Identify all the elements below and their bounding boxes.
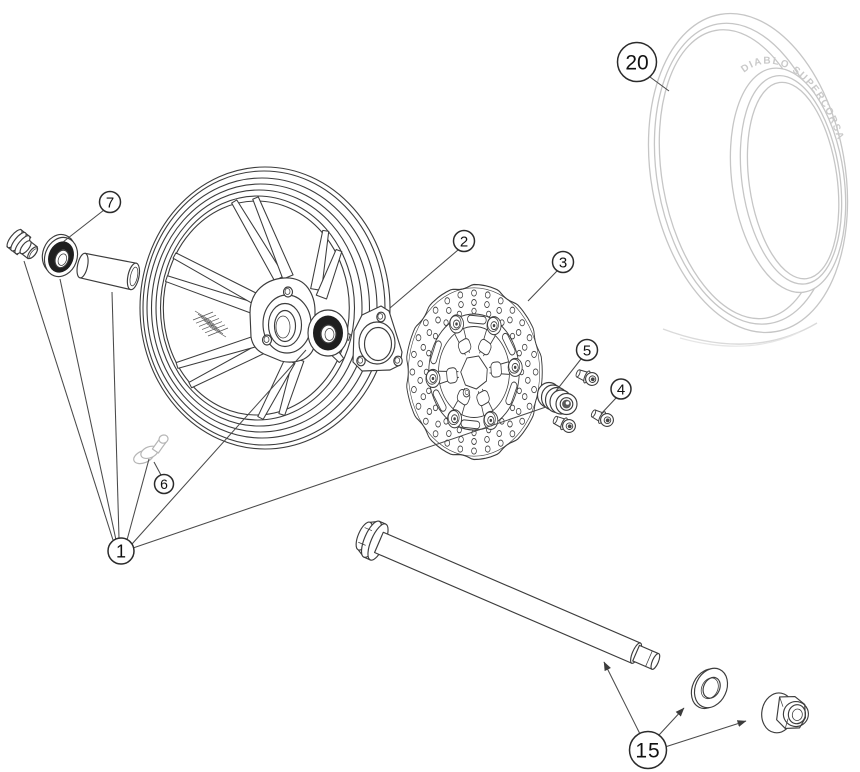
front-axle-illustration [355,520,661,670]
svg-text:6: 6 [160,476,168,492]
disc-bolt-illustration [552,415,576,433]
svg-text:20: 20 [625,52,648,75]
wheel-bearing-illustration [41,233,79,278]
hub-spacer-tube-illustration [76,252,141,291]
svg-text:3: 3 [559,255,567,272]
svg-text:5: 5 [583,343,591,360]
leader-5 [555,358,582,392]
hub-bearing-seal [307,309,349,357]
callout-6[interactable]: 6 [153,473,175,495]
disc-carrier-flange-illustration [352,305,403,372]
hub-bushing-illustration [536,381,578,416]
leader-3 [527,270,558,302]
callout-20[interactable]: 20 [616,41,658,83]
disc-bolt-illustration [575,369,599,386]
front-wheel-illustration [139,166,391,450]
disc-bolts-illustration [552,369,614,433]
callout-4[interactable]: 4 [610,378,632,400]
wheel-hub [249,277,349,363]
callout-2[interactable]: 2 [452,229,476,253]
leader-fan-1 [23,260,547,549]
callout-15[interactable]: 15 [628,730,668,770]
leader-arrows-15 [603,661,747,748]
brake-disc-illustration [406,283,543,461]
svg-text:2: 2 [460,234,468,251]
svg-text:7: 7 [106,195,114,212]
tire-shadow-line [662,322,818,345]
tire-valve-illustration [133,434,169,465]
axle-nut-illustration [761,692,809,734]
axle-washer-illustration [690,667,729,710]
callout-1[interactable]: 1 [107,537,135,565]
callout-5[interactable]: 5 [575,338,599,362]
wheel-spokes [164,196,351,420]
callouts: 1 2 3 4 5 6 7 15 [98,41,668,770]
disc-bolt-illustration [590,409,614,427]
svg-text:4: 4 [617,382,625,399]
callout-7[interactable]: 7 [98,190,122,214]
svg-text:1: 1 [116,542,126,562]
wheel-hatching [192,310,229,338]
leader-7 [62,209,105,243]
svg-text:15: 15 [635,740,660,763]
leader-20 [649,76,670,92]
tire-illustration: DIABLO SUPERCORSA [647,12,849,347]
axle-plug-illustration [6,228,39,260]
leader-4 [600,397,617,415]
leader-6 [153,461,162,476]
leader-2 [389,249,459,309]
leader-lines [23,76,747,748]
callout-3[interactable]: 3 [551,250,575,274]
